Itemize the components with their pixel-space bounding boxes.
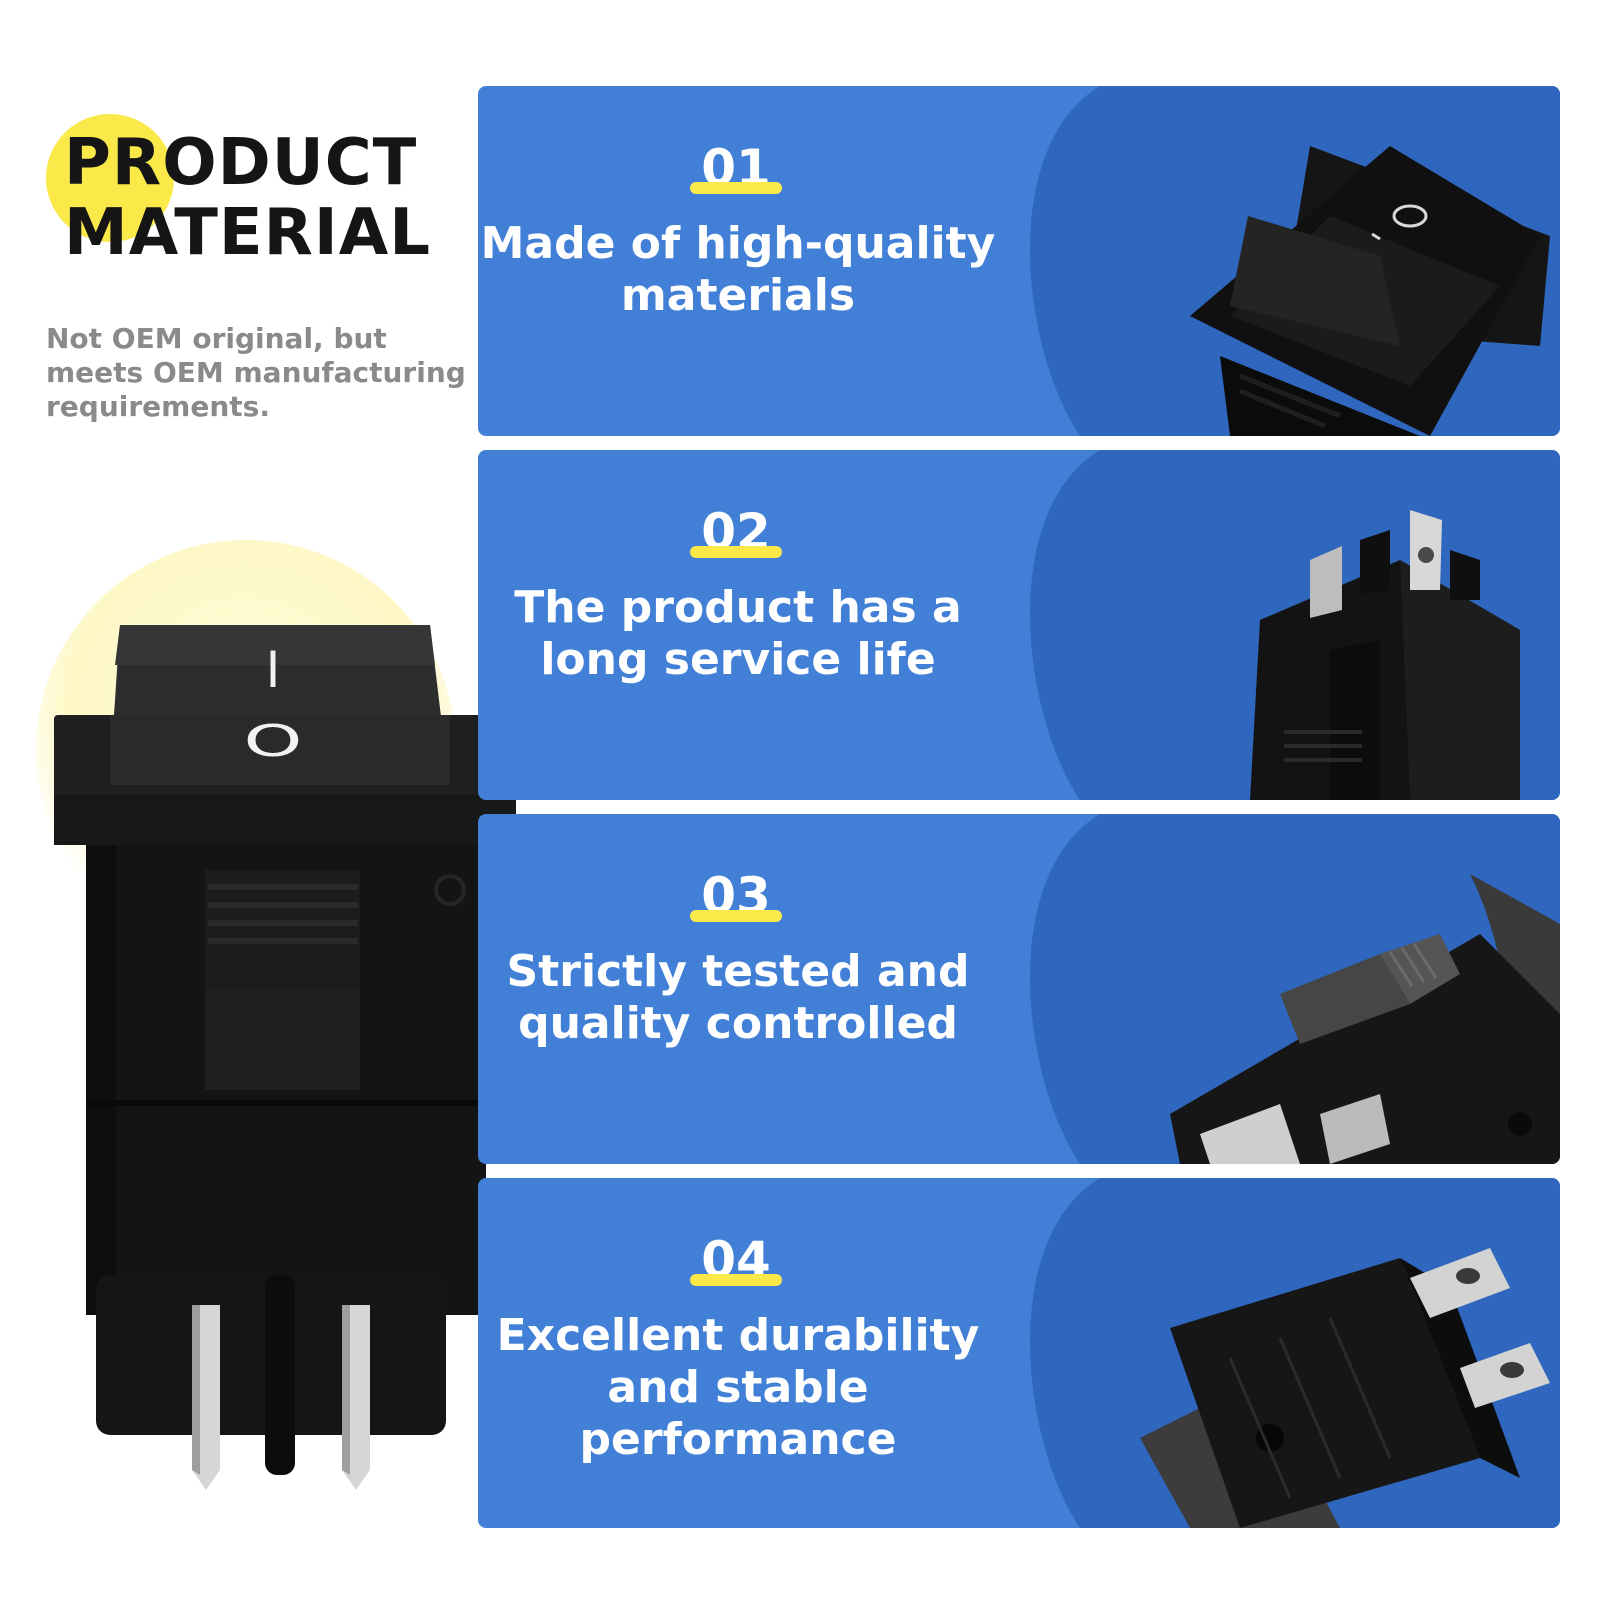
feature-card-01: 01 Made of high-quality materials: [478, 86, 1560, 436]
feature-card-04: 04 Excellent durability and stable perfo…: [478, 1178, 1560, 1528]
feature-text-03: Strictly tested and quality controlled: [506, 946, 970, 1049]
hero-symbol-on: I: [265, 641, 281, 699]
feature-card-03: 03 Strictly tested and quality controlle…: [478, 814, 1560, 1164]
switch-angled-view-image: [1170, 874, 1560, 1164]
switch-top-view-image: [1190, 146, 1550, 436]
feature-number-underline: [690, 1274, 782, 1286]
switch-bottom-view-image: [1140, 1248, 1550, 1528]
feature-text-04: Excellent durability and stable performa…: [496, 1310, 980, 1465]
switch-side-view-image: [1250, 510, 1520, 800]
feature-number-underline: [690, 546, 782, 558]
title-highlight-dot: [46, 114, 174, 242]
rocker-switch-hero-image: [54, 625, 516, 1490]
page-subtitle: Not OEM original, but meets OEM manufact…: [46, 322, 466, 423]
page-title: PRODUCT MATERIAL: [64, 126, 432, 270]
feature-card-02: 02 The product has a long service life: [478, 450, 1560, 800]
feature-number-underline: [690, 910, 782, 922]
feature-number-underline: [690, 182, 782, 194]
feature-text-01: Made of high-quality materials: [480, 218, 996, 321]
hero-symbol-off: O: [243, 716, 303, 767]
feature-text-02: The product has a long service life: [514, 582, 962, 685]
